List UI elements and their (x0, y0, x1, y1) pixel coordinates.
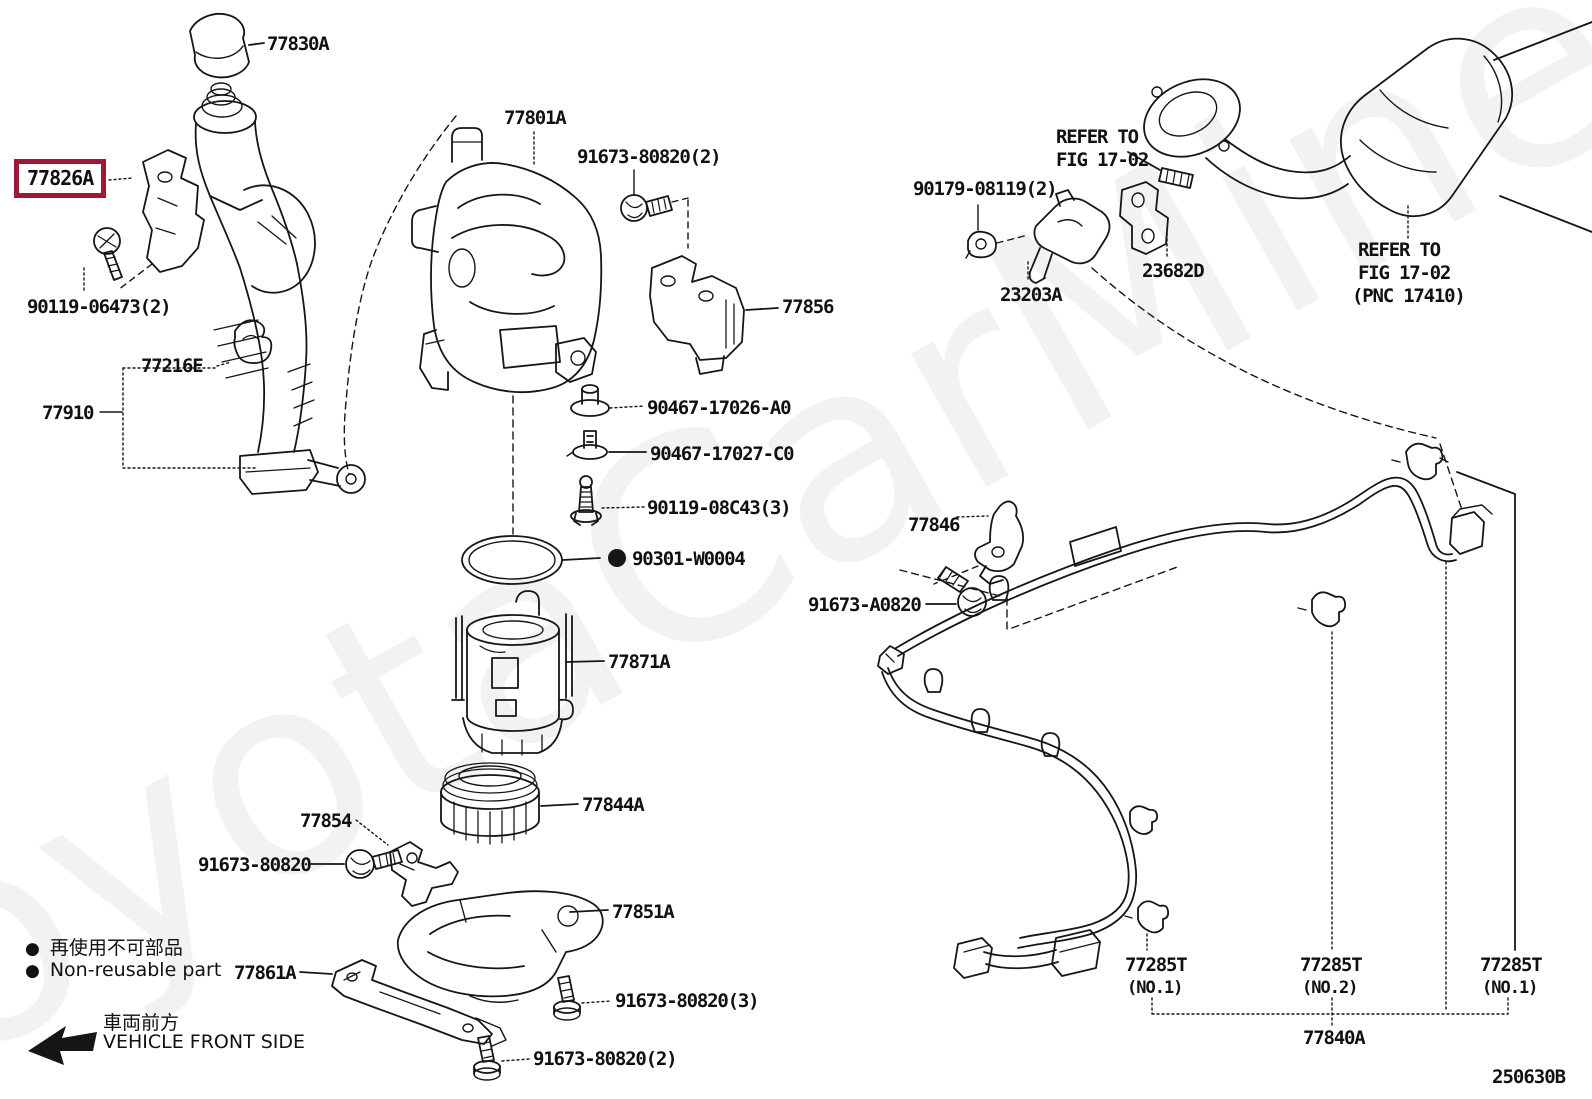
refer-note-top: REFER TO FIG 17-02 (1056, 126, 1149, 171)
brace-77861a-drawing (299, 959, 507, 1047)
label-77854[interactable]: 77854 (300, 810, 352, 832)
screw-a0820-drawing (925, 566, 987, 617)
bolt-80820-2-drawing (473, 1035, 530, 1081)
label-23203a[interactable]: 23203A (1000, 284, 1063, 306)
filter-77871a-drawing (451, 590, 605, 756)
screw-80820-left-drawing (310, 849, 403, 879)
left-leader-lines (83, 115, 457, 475)
screw-06473-drawing (93, 227, 123, 281)
label-77861a[interactable]: 77861A (234, 962, 297, 984)
label-91673-80820-2-top[interactable]: 91673-80820(2) (577, 146, 722, 168)
stud-and-bracket-drawing (1127, 151, 1194, 189)
label-77910[interactable]: 77910 (42, 402, 94, 424)
valve-23203a-drawing (1027, 189, 1463, 511)
label-77826a: 77826A (27, 166, 94, 190)
label-91673-80820-3[interactable]: 91673-80820(3) (615, 990, 760, 1012)
label-91673-a0820[interactable]: 91673-A0820 (808, 594, 922, 616)
label-77851a[interactable]: 77851A (612, 901, 675, 923)
label-77830a[interactable]: 77830A (267, 33, 330, 55)
label-77856[interactable]: 77856 (782, 296, 834, 318)
label-90119-06473[interactable]: 90119-06473(2) (27, 296, 172, 318)
label-77285t-2-no: (NO.2) (1302, 978, 1358, 998)
label-90467-17026[interactable]: 90467-17026-A0 (647, 397, 792, 419)
clip-77216e-drawing (233, 319, 273, 364)
vehicle-front-arrow (28, 1026, 97, 1065)
bullet-icon: ● (25, 961, 40, 981)
tank-tube-drawing (877, 442, 1516, 1027)
label-23682d[interactable]: 23682D (1142, 260, 1205, 282)
label-77844a[interactable]: 77844A (582, 794, 645, 816)
label-91673-80820-left[interactable]: 91673-80820 (198, 854, 312, 876)
screw-80820-top-drawing (620, 169, 689, 249)
label-77846[interactable]: 77846 (908, 514, 960, 536)
suction-tube-assy-drawing (411, 127, 603, 393)
bolt-08c43-drawing (570, 475, 645, 526)
bullet-icon: ● (25, 939, 40, 959)
bracket-77856-drawing (649, 255, 779, 375)
filler-cap-drawing (189, 13, 265, 79)
label-77216e[interactable]: 77216E (141, 355, 204, 377)
refer-note-right: REFER TO FIG 17-02 (PNC 17410) (1352, 239, 1466, 307)
label-77871a[interactable]: 77871A (608, 651, 671, 673)
gasket-23682d-drawing (1119, 181, 1169, 259)
filler-pipe-drawing (193, 82, 366, 495)
label-90301-w0004[interactable]: 90301-W0004 (632, 548, 746, 570)
non-reusable-dot (608, 549, 626, 567)
legend-front-en: VEHICLE FRONT SIDE (103, 1031, 306, 1053)
grommet-17027-drawing (566, 430, 647, 460)
label-90119-08c43[interactable]: 90119-08C43(3) (647, 497, 792, 519)
highlight-box-77826a[interactable]: 77826A (14, 159, 107, 198)
legend-non-reusable-jp: ●再使用不可部品 (25, 937, 183, 959)
label-77285t-1-no: (NO.1) (1127, 978, 1183, 998)
exhaust-pipe-drawing (1143, 21, 1592, 241)
label-90467-17027[interactable]: 90467-17027-C0 (650, 443, 795, 465)
label-77801a[interactable]: 77801A (504, 107, 567, 129)
grommet-17026-drawing (570, 384, 645, 417)
protector-77851a-drawing (396, 890, 609, 1003)
label-77285t-2[interactable]: 77285T (1300, 954, 1363, 976)
label-77285t-3[interactable]: 77285T (1480, 954, 1543, 976)
retainer-77844a-drawing (440, 762, 579, 845)
gasket-w0004-drawing (461, 395, 626, 585)
figure-code: 250630B (1492, 1066, 1566, 1088)
label-77285t-1[interactable]: 77285T (1125, 954, 1188, 976)
label-91673-80820-2-bottom[interactable]: 91673-80820(2) (533, 1048, 678, 1070)
label-77285t-3-no: (NO.1) (1482, 978, 1538, 998)
legend-non-reusable-en: ●Non-reusable part (25, 959, 222, 981)
bolt-80820-3-drawing (553, 975, 612, 1021)
highlighted-bracket-drawing (142, 149, 205, 273)
legend-front-jp: 車両前方 (103, 1012, 180, 1034)
label-77840a[interactable]: 77840A (1303, 1027, 1366, 1049)
bracket-77854-drawing (355, 819, 459, 907)
nut-08119-drawing (965, 204, 1029, 259)
label-90179-08119[interactable]: 90179-08119(2) (913, 178, 1058, 200)
